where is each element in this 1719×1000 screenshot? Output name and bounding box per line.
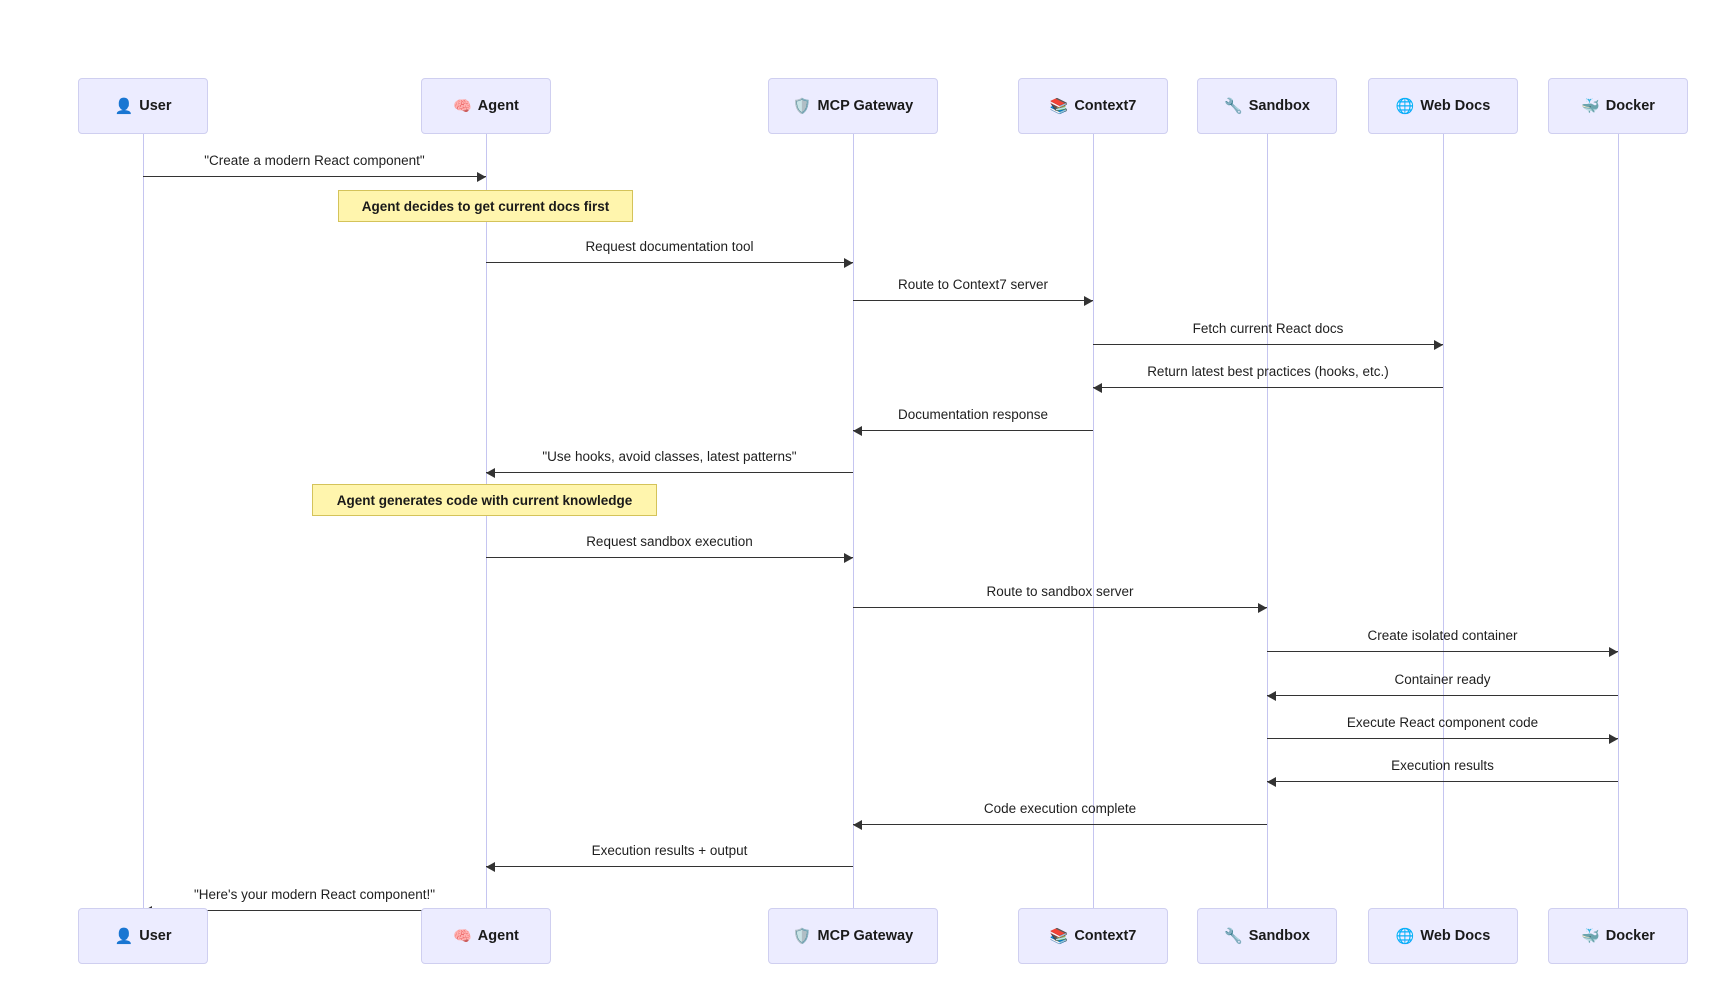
message-line-m13	[1267, 781, 1618, 782]
globe-icon: 🌐	[1395, 927, 1415, 945]
message-label-m14: Code execution complete	[983, 801, 1137, 816]
lifeline-gateway	[853, 134, 854, 908]
message-label-m2: Request documentation tool	[585, 239, 754, 254]
message-line-m15	[486, 866, 853, 867]
shield-icon: 🛡️	[792, 927, 812, 945]
participant-label: User	[139, 97, 172, 114]
whale-icon: 🐳	[1581, 97, 1600, 115]
lifeline-webdocs	[1443, 134, 1444, 908]
message-label-m11: Container ready	[1394, 672, 1491, 687]
participant-gateway-footer[interactable]: 🛡️ MCP Gateway	[768, 908, 938, 964]
lifeline-user	[143, 134, 144, 908]
arrowhead-left-m7	[486, 467, 495, 478]
participant-label: Agent	[477, 927, 519, 944]
arrowhead-left-m5	[1093, 382, 1102, 393]
participant-agent-header[interactable]: 🧠 Agent	[421, 78, 551, 134]
arrowhead-left-m6	[853, 425, 862, 436]
message-line-m16	[143, 910, 486, 911]
message-line-m12	[1267, 738, 1618, 739]
bust-in-silhouette-icon: 👤	[114, 927, 134, 945]
whale-icon: 🐳	[1581, 927, 1600, 945]
note-n2: Agent generates code with current knowle…	[312, 484, 657, 516]
globe-icon: 🌐	[1395, 97, 1415, 115]
participant-sandbox-header[interactable]: 🔧 Sandbox	[1197, 78, 1337, 134]
participant-user-footer[interactable]: 👤 User	[78, 908, 208, 964]
wrench-icon: 🔧	[1224, 97, 1243, 115]
brain-icon: 🧠	[453, 97, 472, 115]
participant-label: Agent	[477, 97, 519, 114]
message-label-m13: Execution results	[1391, 758, 1494, 773]
participant-user-header[interactable]: 👤 User	[78, 78, 208, 134]
books-icon: 📚	[1049, 927, 1069, 945]
participant-sandbox-footer[interactable]: 🔧 Sandbox	[1197, 908, 1337, 964]
message-line-m5	[1093, 387, 1443, 388]
lifeline-sandbox	[1267, 134, 1268, 908]
note-n1: Agent decides to get current docs first	[338, 190, 633, 222]
message-label-m15: Execution results + output	[591, 843, 748, 858]
message-label-m3: Route to Context7 server	[897, 277, 1049, 292]
participant-label: MCP Gateway	[817, 927, 914, 944]
message-line-m4	[1093, 344, 1443, 345]
lifeline-agent	[486, 134, 487, 908]
bust-in-silhouette-icon: 👤	[114, 97, 134, 115]
shield-icon: 🛡️	[792, 97, 812, 115]
participant-label: Context7	[1074, 97, 1137, 114]
message-label-m12: Execute React component code	[1346, 715, 1539, 730]
arrowhead-right-m12	[1609, 733, 1618, 744]
participant-label: Docker	[1605, 927, 1655, 944]
wrench-icon: 🔧	[1224, 927, 1243, 945]
participant-context7-header[interactable]: 📚 Context7	[1018, 78, 1168, 134]
participant-docker-header[interactable]: 🐳 Docker	[1548, 78, 1688, 134]
participant-webdocs-footer[interactable]: 🌐 Web Docs	[1368, 908, 1518, 964]
arrowhead-left-m14	[853, 819, 862, 830]
participant-label: Context7	[1074, 927, 1137, 944]
message-line-m14	[853, 824, 1267, 825]
message-label-m7: "Use hooks, avoid classes, latest patter…	[542, 449, 797, 464]
arrowhead-right-m10	[1609, 646, 1618, 657]
message-line-m6	[853, 430, 1093, 431]
arrowhead-left-m13	[1267, 776, 1276, 787]
brain-icon: 🧠	[453, 927, 472, 945]
message-line-m1	[143, 176, 486, 177]
participant-webdocs-header[interactable]: 🌐 Web Docs	[1368, 78, 1518, 134]
message-label-m9: Route to sandbox server	[986, 584, 1134, 599]
message-label-m6: Documentation response	[897, 407, 1049, 422]
message-line-m11	[1267, 695, 1618, 696]
participant-docker-footer[interactable]: 🐳 Docker	[1548, 908, 1688, 964]
message-label-m4: Fetch current React docs	[1192, 321, 1344, 336]
participant-label: Sandbox	[1248, 97, 1310, 114]
lifeline-context7	[1093, 134, 1094, 908]
participant-label: MCP Gateway	[817, 97, 914, 114]
arrowhead-right-m8	[844, 552, 853, 563]
participant-label: Sandbox	[1248, 927, 1310, 944]
message-line-m3	[853, 300, 1093, 301]
arrowhead-right-m1	[477, 171, 486, 182]
message-line-m2	[486, 262, 853, 263]
participant-context7-footer[interactable]: 📚 Context7	[1018, 908, 1168, 964]
participant-label: Docker	[1605, 97, 1655, 114]
message-line-m9	[853, 607, 1267, 608]
participant-agent-footer[interactable]: 🧠 Agent	[421, 908, 551, 964]
arrowhead-left-m15	[486, 861, 495, 872]
message-line-m8	[486, 557, 853, 558]
message-label-m10: Create isolated container	[1367, 628, 1518, 643]
books-icon: 📚	[1049, 97, 1069, 115]
lifeline-docker	[1618, 134, 1619, 908]
participant-label: User	[139, 927, 172, 944]
arrowhead-right-m2	[844, 257, 853, 268]
message-line-m7	[486, 472, 853, 473]
message-label-m8: Request sandbox execution	[586, 534, 753, 549]
message-label-m5: Return latest best practices (hooks, etc…	[1147, 364, 1389, 379]
arrowhead-right-m3	[1084, 295, 1093, 306]
participant-label: Web Docs	[1420, 927, 1491, 944]
message-line-m10	[1267, 651, 1618, 652]
arrowhead-left-m11	[1267, 690, 1276, 701]
participant-label: Web Docs	[1420, 97, 1491, 114]
message-label-m16: "Here's your modern React component!"	[193, 887, 436, 902]
arrowhead-right-m4	[1434, 339, 1443, 350]
message-label-m1: "Create a modern React component"	[204, 153, 425, 168]
arrowhead-right-m9	[1258, 602, 1267, 613]
participant-gateway-header[interactable]: 🛡️ MCP Gateway	[768, 78, 938, 134]
